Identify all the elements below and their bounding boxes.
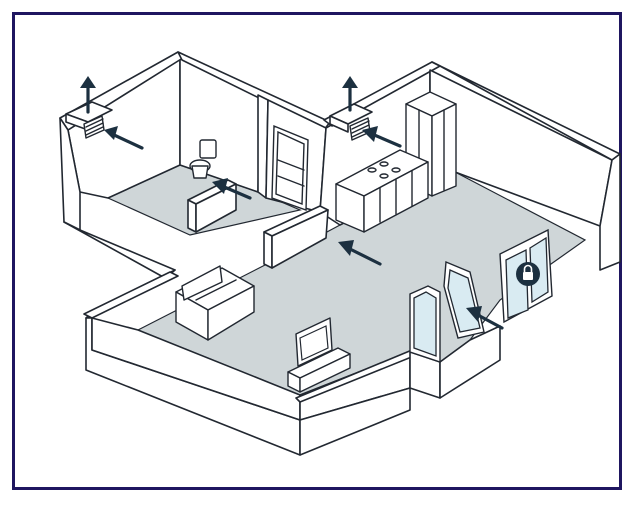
hall-partition bbox=[263, 205, 329, 269]
bathroom-partition bbox=[187, 179, 237, 233]
arrow-up-left-icon bbox=[212, 178, 252, 200]
window-icon bbox=[409, 285, 441, 363]
kitchen-icon bbox=[335, 91, 457, 233]
door-icon bbox=[271, 124, 309, 211]
door-icon bbox=[443, 260, 485, 339]
arrow-up-left-icon bbox=[466, 306, 504, 330]
arrow-up-icon bbox=[342, 76, 358, 112]
lock-icon bbox=[516, 262, 540, 286]
tv-icon bbox=[287, 317, 351, 393]
toilet-icon bbox=[189, 139, 217, 179]
arrow-up-left-icon bbox=[338, 240, 382, 266]
airflow-arrows bbox=[80, 76, 504, 330]
sofa-icon bbox=[175, 265, 255, 341]
outer-walls bbox=[83, 269, 501, 456]
arrow-up-icon bbox=[80, 76, 96, 114]
arrow-up-left-icon bbox=[362, 126, 402, 148]
arrow-up-left-icon bbox=[104, 126, 144, 150]
